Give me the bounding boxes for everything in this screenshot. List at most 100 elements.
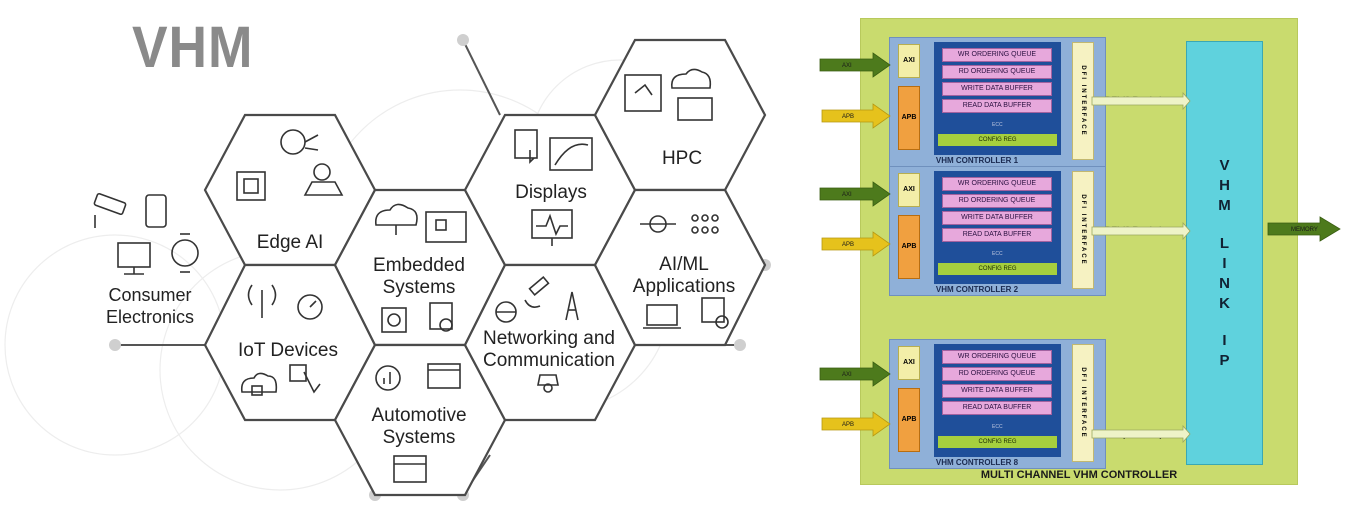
apb-in-label: APB [842, 114, 854, 120]
controller-core: WR ORDERING QUEUE RD ORDERING QUEUE WRIT… [934, 344, 1061, 457]
vhm-link-ip: V H M L I N K I P [1186, 41, 1263, 465]
label-aiml-applications: AI/ML Applications [632, 254, 736, 297]
wr-ordering-queue: WR ORDERING QUEUE [942, 177, 1052, 191]
dfi-out-label-1: DFI (8 Banks) [1105, 95, 1163, 105]
dfi-interface: DFI INTERFACE [1072, 344, 1094, 462]
satellite-icon [524, 276, 550, 308]
unit-title: VHM CONTROLLER 2 [935, 285, 1019, 294]
processor-gear-icon [429, 302, 453, 332]
brain-circuit-icon [280, 129, 319, 155]
link-char: N [1219, 275, 1230, 292]
label-embedded-systems: Embedded Systems [373, 255, 465, 298]
axi-in-label: AXI [842, 192, 852, 198]
hpc-servers-icon [670, 68, 713, 121]
label-edge-ai: Edge AI [256, 232, 324, 253]
controller-core: WR ORDERING QUEUE RD ORDERING QUEUE WRIT… [934, 42, 1061, 155]
search-dna-icon [640, 215, 676, 233]
server-lock-icon [701, 297, 729, 329]
vhm-logo: VHM [132, 15, 254, 80]
ai-car-icon [303, 163, 344, 196]
read-data-buffer: READ DATA BUFFER [942, 99, 1052, 113]
wr-ordering-queue: WR ORDERING QUEUE [942, 48, 1052, 62]
write-data-buffer: WRITE DATA BUFFER [942, 82, 1052, 96]
node-dot [457, 34, 469, 46]
dfi-out-label-2: DFI (8 Banks) [1105, 225, 1163, 235]
link-char: I [1222, 255, 1227, 272]
dfi-interface: DFI INTERFACE [1072, 171, 1094, 289]
calendar-grid-icon [393, 455, 427, 483]
hpc-chip-icon [624, 74, 662, 112]
cell-tower-icon [565, 291, 579, 321]
unit-title: VHM CONTROLLER 1 [935, 156, 1019, 165]
stopwatch-icon [297, 294, 323, 320]
controller-unit-1: AXI APB WR ORDERING QUEUE RD ORDERING QU… [889, 37, 1106, 167]
cctv-camera-icon [93, 192, 127, 228]
apb-in-label: APB [842, 242, 854, 248]
smartwatch-icon [171, 233, 199, 273]
write-data-buffer: WRITE DATA BUFFER [942, 384, 1052, 398]
apb-block: APB [898, 388, 920, 452]
axi-block: AXI [898, 44, 920, 78]
tablet-pointer-icon [514, 129, 538, 164]
label-networking: Networking and Communication [482, 328, 616, 371]
controller-core: WR ORDERING QUEUE RD ORDERING QUEUE WRIT… [934, 171, 1061, 284]
circuit-board-icon [425, 211, 467, 243]
read-data-buffer: READ DATA BUFFER [942, 228, 1052, 242]
rd-ordering-queue: RD ORDERING QUEUE [942, 65, 1052, 79]
telephone-icon [537, 374, 559, 393]
rd-ordering-queue: RD ORDERING QUEUE [942, 194, 1052, 208]
antenna-signal-icon [247, 284, 277, 318]
dfi-interface: DFI INTERFACE [1072, 42, 1094, 160]
ecc-label: ECC [992, 122, 1003, 128]
label-displays: Displays [515, 182, 587, 203]
dfi-out-label-8: DFI (8 Banks) [1105, 429, 1163, 439]
label-hpc: HPC [661, 148, 703, 169]
link-char: P [1219, 352, 1230, 369]
ai-chip-icon [236, 171, 266, 201]
hex-aiml [593, 188, 767, 347]
password-laptop-icon [643, 304, 681, 329]
node-dot [109, 339, 121, 351]
code-window-icon [427, 363, 461, 389]
link-char: L [1219, 235, 1230, 252]
gauge-chart-icon [375, 365, 401, 391]
label-consumer-electronics: Consumer Electronics [105, 285, 195, 327]
link-char: K [1219, 295, 1230, 312]
link-char: V [1219, 157, 1230, 174]
apb-block: APB [898, 86, 920, 150]
multi-channel-controller: AXI APB WR ORDERING QUEUE RD ORDERING QU… [860, 18, 1298, 485]
axi-in-label: AXI [842, 63, 852, 69]
fingerprint-chip-icon [381, 307, 407, 333]
wr-ordering-queue: WR ORDERING QUEUE [942, 350, 1052, 364]
neural-grid-icon [691, 214, 719, 234]
ecc-label: ECC [992, 251, 1003, 257]
config-reg: CONFIG REG [938, 436, 1057, 448]
write-data-buffer: WRITE DATA BUFFER [942, 211, 1052, 225]
graph-board-icon [549, 137, 593, 171]
axi-block: AXI [898, 346, 920, 380]
globe-icon [495, 301, 517, 323]
config-reg: CONFIG REG [938, 263, 1057, 275]
label-iot-devices: IoT Devices [238, 340, 338, 361]
qr-touch-icon [289, 364, 321, 394]
node-dot [734, 339, 746, 351]
apb-in-label: APB [842, 422, 854, 428]
smartphone-icon [145, 194, 167, 228]
hex-network [4, 34, 771, 501]
cloud-lock-icon [240, 372, 278, 396]
link-char: M [1218, 197, 1231, 214]
unit-title: VHM CONTROLLER 8 [935, 458, 1019, 467]
monitor-icon [117, 242, 151, 275]
apb-block: APB [898, 215, 920, 279]
controller-unit-8: AXI APB WR ORDERING QUEUE RD ORDERING QU… [889, 339, 1106, 469]
axi-in-label: AXI [842, 372, 852, 378]
rd-ordering-queue: RD ORDERING QUEUE [942, 367, 1052, 381]
link-char: I [1222, 332, 1227, 349]
ecg-monitor-icon [531, 209, 573, 246]
controller-title: MULTI CHANNEL VHM CONTROLLER [980, 469, 1178, 481]
label-automotive-systems: Automotive Systems [371, 405, 467, 448]
ecc-label: ECC [992, 424, 1003, 430]
cloud-desktop-icon [374, 203, 418, 235]
controller-unit-2: AXI APB WR ORDERING QUEUE RD ORDERING QU… [889, 166, 1106, 296]
config-reg: CONFIG REG [938, 134, 1057, 146]
